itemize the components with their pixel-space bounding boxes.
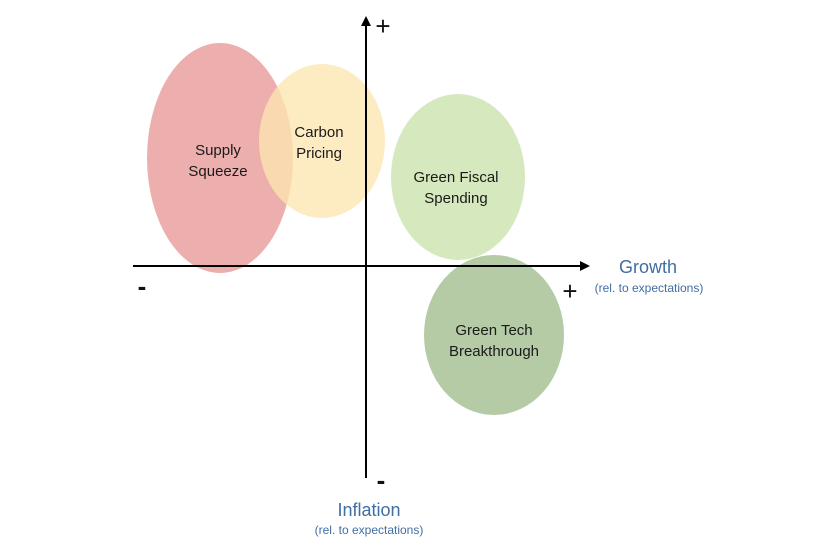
x-axis-title: Growth	[619, 257, 677, 277]
green-tech-breakthrough-label-line1: Green Tech	[455, 322, 532, 339]
y-axis-subtitle: (rel. to expectations)	[315, 523, 424, 537]
green-fiscal-spending-bubble	[391, 94, 525, 260]
supply-squeeze-bubble	[147, 43, 293, 273]
y-axis-plus: +	[375, 11, 390, 41]
green-fiscal-spending-label-line1: Green Fiscal	[413, 169, 498, 186]
x-axis-subtitle: (rel. to expectations)	[595, 281, 704, 295]
carbon-pricing-label-line2: Pricing	[296, 145, 342, 162]
green-tech-breakthrough-bubble	[424, 255, 564, 415]
green-fiscal-spending-label-line2: Spending	[424, 190, 487, 207]
y-axis-title: Inflation	[337, 500, 400, 520]
supply-squeeze-label-line2: Squeeze	[188, 163, 247, 180]
x-axis-minus: -	[138, 271, 147, 301]
x-axis-plus: +	[562, 276, 577, 306]
carbon-pricing-bubble	[259, 64, 385, 218]
supply-squeeze-label-line1: Supply	[195, 142, 241, 159]
carbon-pricing-label-line1: Carbon	[294, 124, 343, 141]
green-tech-breakthrough-label-line2: Breakthrough	[449, 343, 539, 360]
y-axis-minus: -	[377, 465, 386, 495]
